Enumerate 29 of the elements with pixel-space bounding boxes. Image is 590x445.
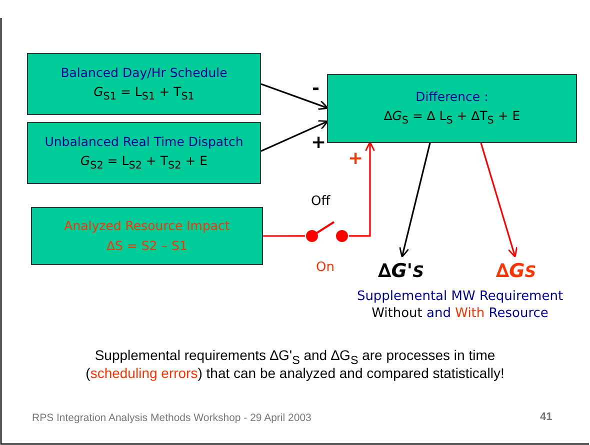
box-title: Difference : <box>414 90 490 104</box>
formula-text: G$_{S1}$ = L$_{S1}$ + T$_{S1}$ <box>92 84 196 102</box>
arrow <box>480 142 518 258</box>
process-box <box>27 122 261 184</box>
process-box <box>27 53 261 115</box>
caption-text: Supplemental MW Requirement <box>356 289 564 304</box>
sign-label: - <box>312 78 320 99</box>
switch-label: On <box>316 260 334 275</box>
note-text: Supplemental requirements ∆G'$_{S}$ and ∆G$_{S}$ are processes in time <box>94 347 496 363</box>
note-text: (scheduling errors) that can be analyzed and compared statistically! <box>86 365 504 381</box>
box-title: Analyzed Resource Impact <box>63 219 231 234</box>
arrow <box>349 141 376 237</box>
sign-label: + <box>311 132 326 153</box>
footer-text: RPS Integration Analysis Methods Workshop - 29 April 2003 <box>32 412 312 424</box>
formula-text: ∆S = S2 – S1 <box>106 238 188 253</box>
process-box <box>31 207 263 265</box>
box-title: Balanced Day/Hr Schedule <box>60 66 228 80</box>
process-box <box>327 74 577 143</box>
caption-text: Without and With Resource <box>372 306 548 321</box>
box-title: Unbalanced Real Time Dispatch <box>44 134 244 149</box>
arrow <box>260 120 329 152</box>
formula-text: G$_{S2}$ = L$_{S2}$ + T$_{S2}$ + E <box>79 154 209 172</box>
switch-label: Off <box>311 194 330 209</box>
arrow <box>260 83 329 110</box>
sign-label: + <box>348 148 364 169</box>
page-number: 41 <box>540 411 552 423</box>
connector-line <box>263 235 305 237</box>
formula-text: ∆G$_{S}$ = ∆ L$_{S}$ + ∆T$_{S}$ + E <box>382 109 522 127</box>
arrow <box>399 142 431 258</box>
